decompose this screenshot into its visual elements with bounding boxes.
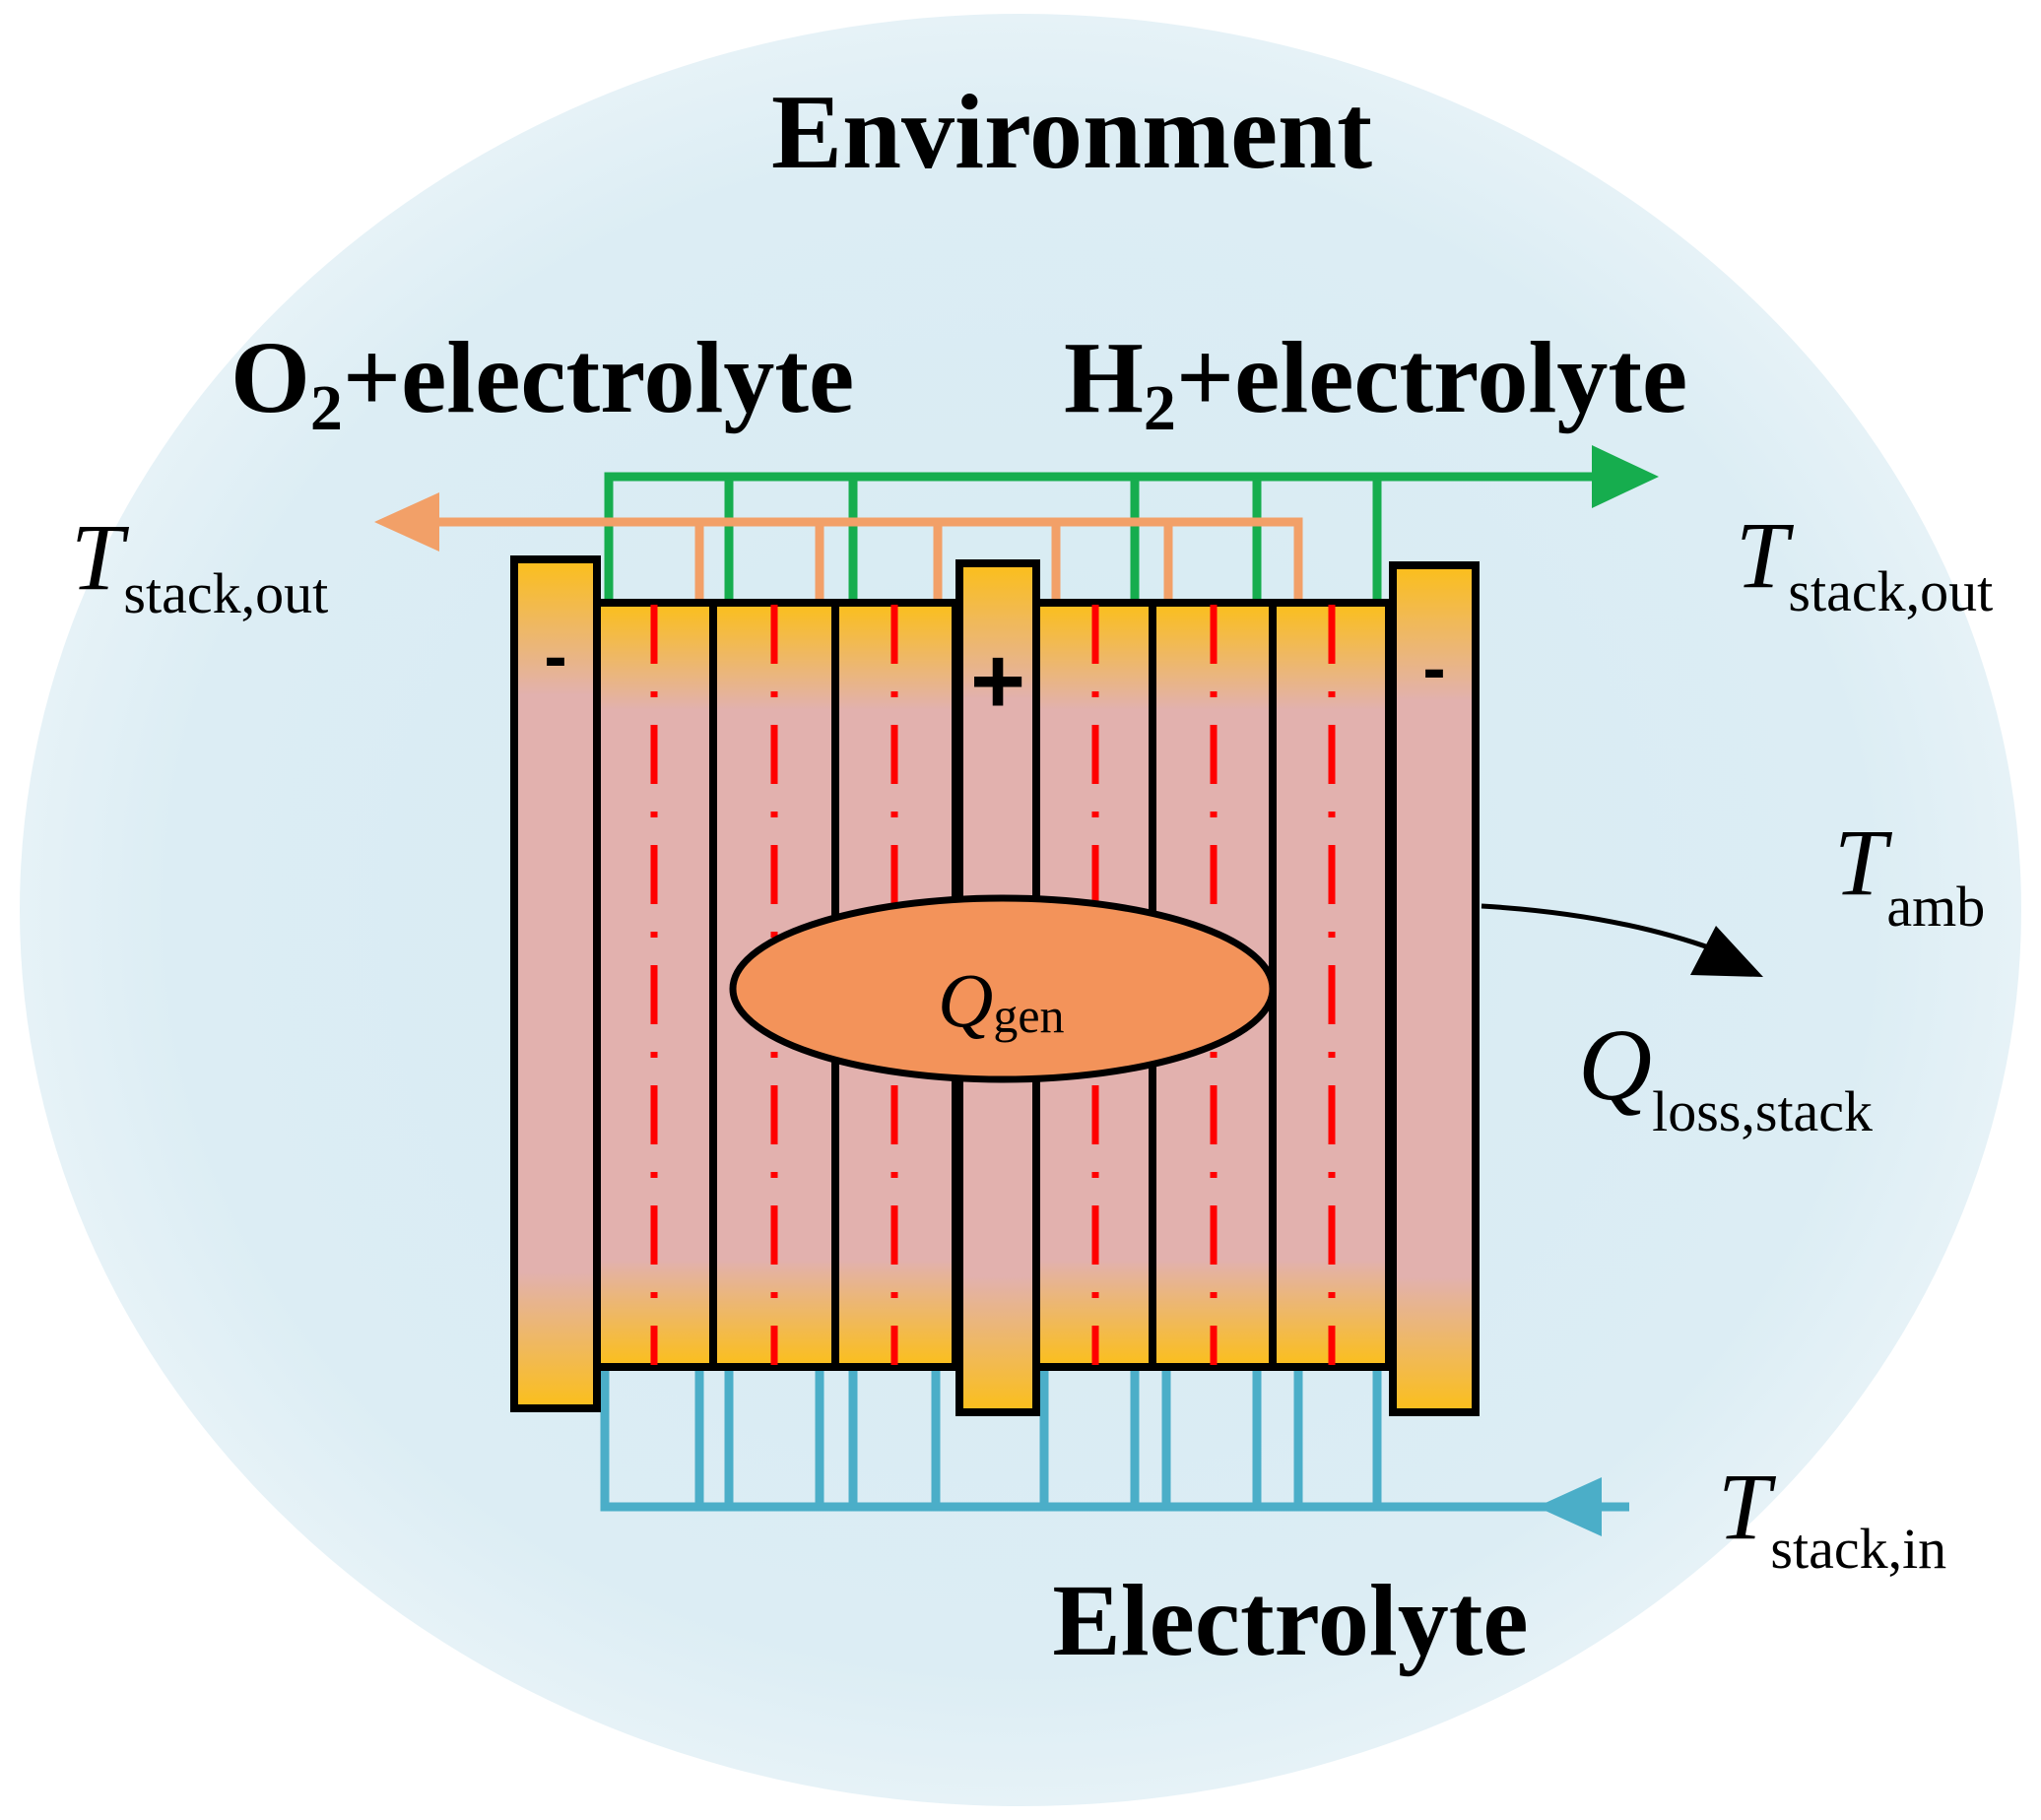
stack-inlet-temp: Tstack,in [1718, 1454, 1946, 1581]
electrolyte-inlet-manifold [600, 1367, 1629, 1512]
electrolyte-inlet-arrow [1537, 1477, 1602, 1536]
right-plate-sign: - [1422, 629, 1445, 706]
heat-loss-label: Qloss,stack [1578, 1008, 1873, 1143]
oxygen-outlet-arrow [374, 492, 439, 552]
hydrogen-outlet-manifold [604, 472, 1601, 603]
center-plate-sign: + [970, 628, 1025, 734]
stack-outlet-temp-left: Tstack,out [71, 504, 328, 625]
ambient-temp: Tamb [1834, 810, 1985, 939]
hydrogen-outlet-arrow [1592, 445, 1659, 508]
o2-outlet-label: O2+electrolyte [230, 321, 854, 444]
stack-outlet-temp-right: Tstack,out [1736, 502, 1993, 623]
left-end-plate [510, 555, 601, 1412]
heat-generation-ellipse [729, 894, 1277, 1083]
electrolyte-inlet-label: Electrolyte [1052, 1564, 1528, 1677]
heat-loss-arrowhead [1690, 926, 1763, 977]
left-plate-sign: - [544, 618, 566, 694]
heat-loss-arrow-line [1481, 903, 1715, 952]
right-end-plate [1389, 561, 1480, 1416]
environment-label: Environment [771, 74, 1372, 191]
h2-outlet-label: H2+electrolyte [1064, 321, 1687, 444]
oxygen-outlet-manifold [424, 517, 1303, 603]
heat-generation-label: Qgen [938, 957, 1065, 1043]
